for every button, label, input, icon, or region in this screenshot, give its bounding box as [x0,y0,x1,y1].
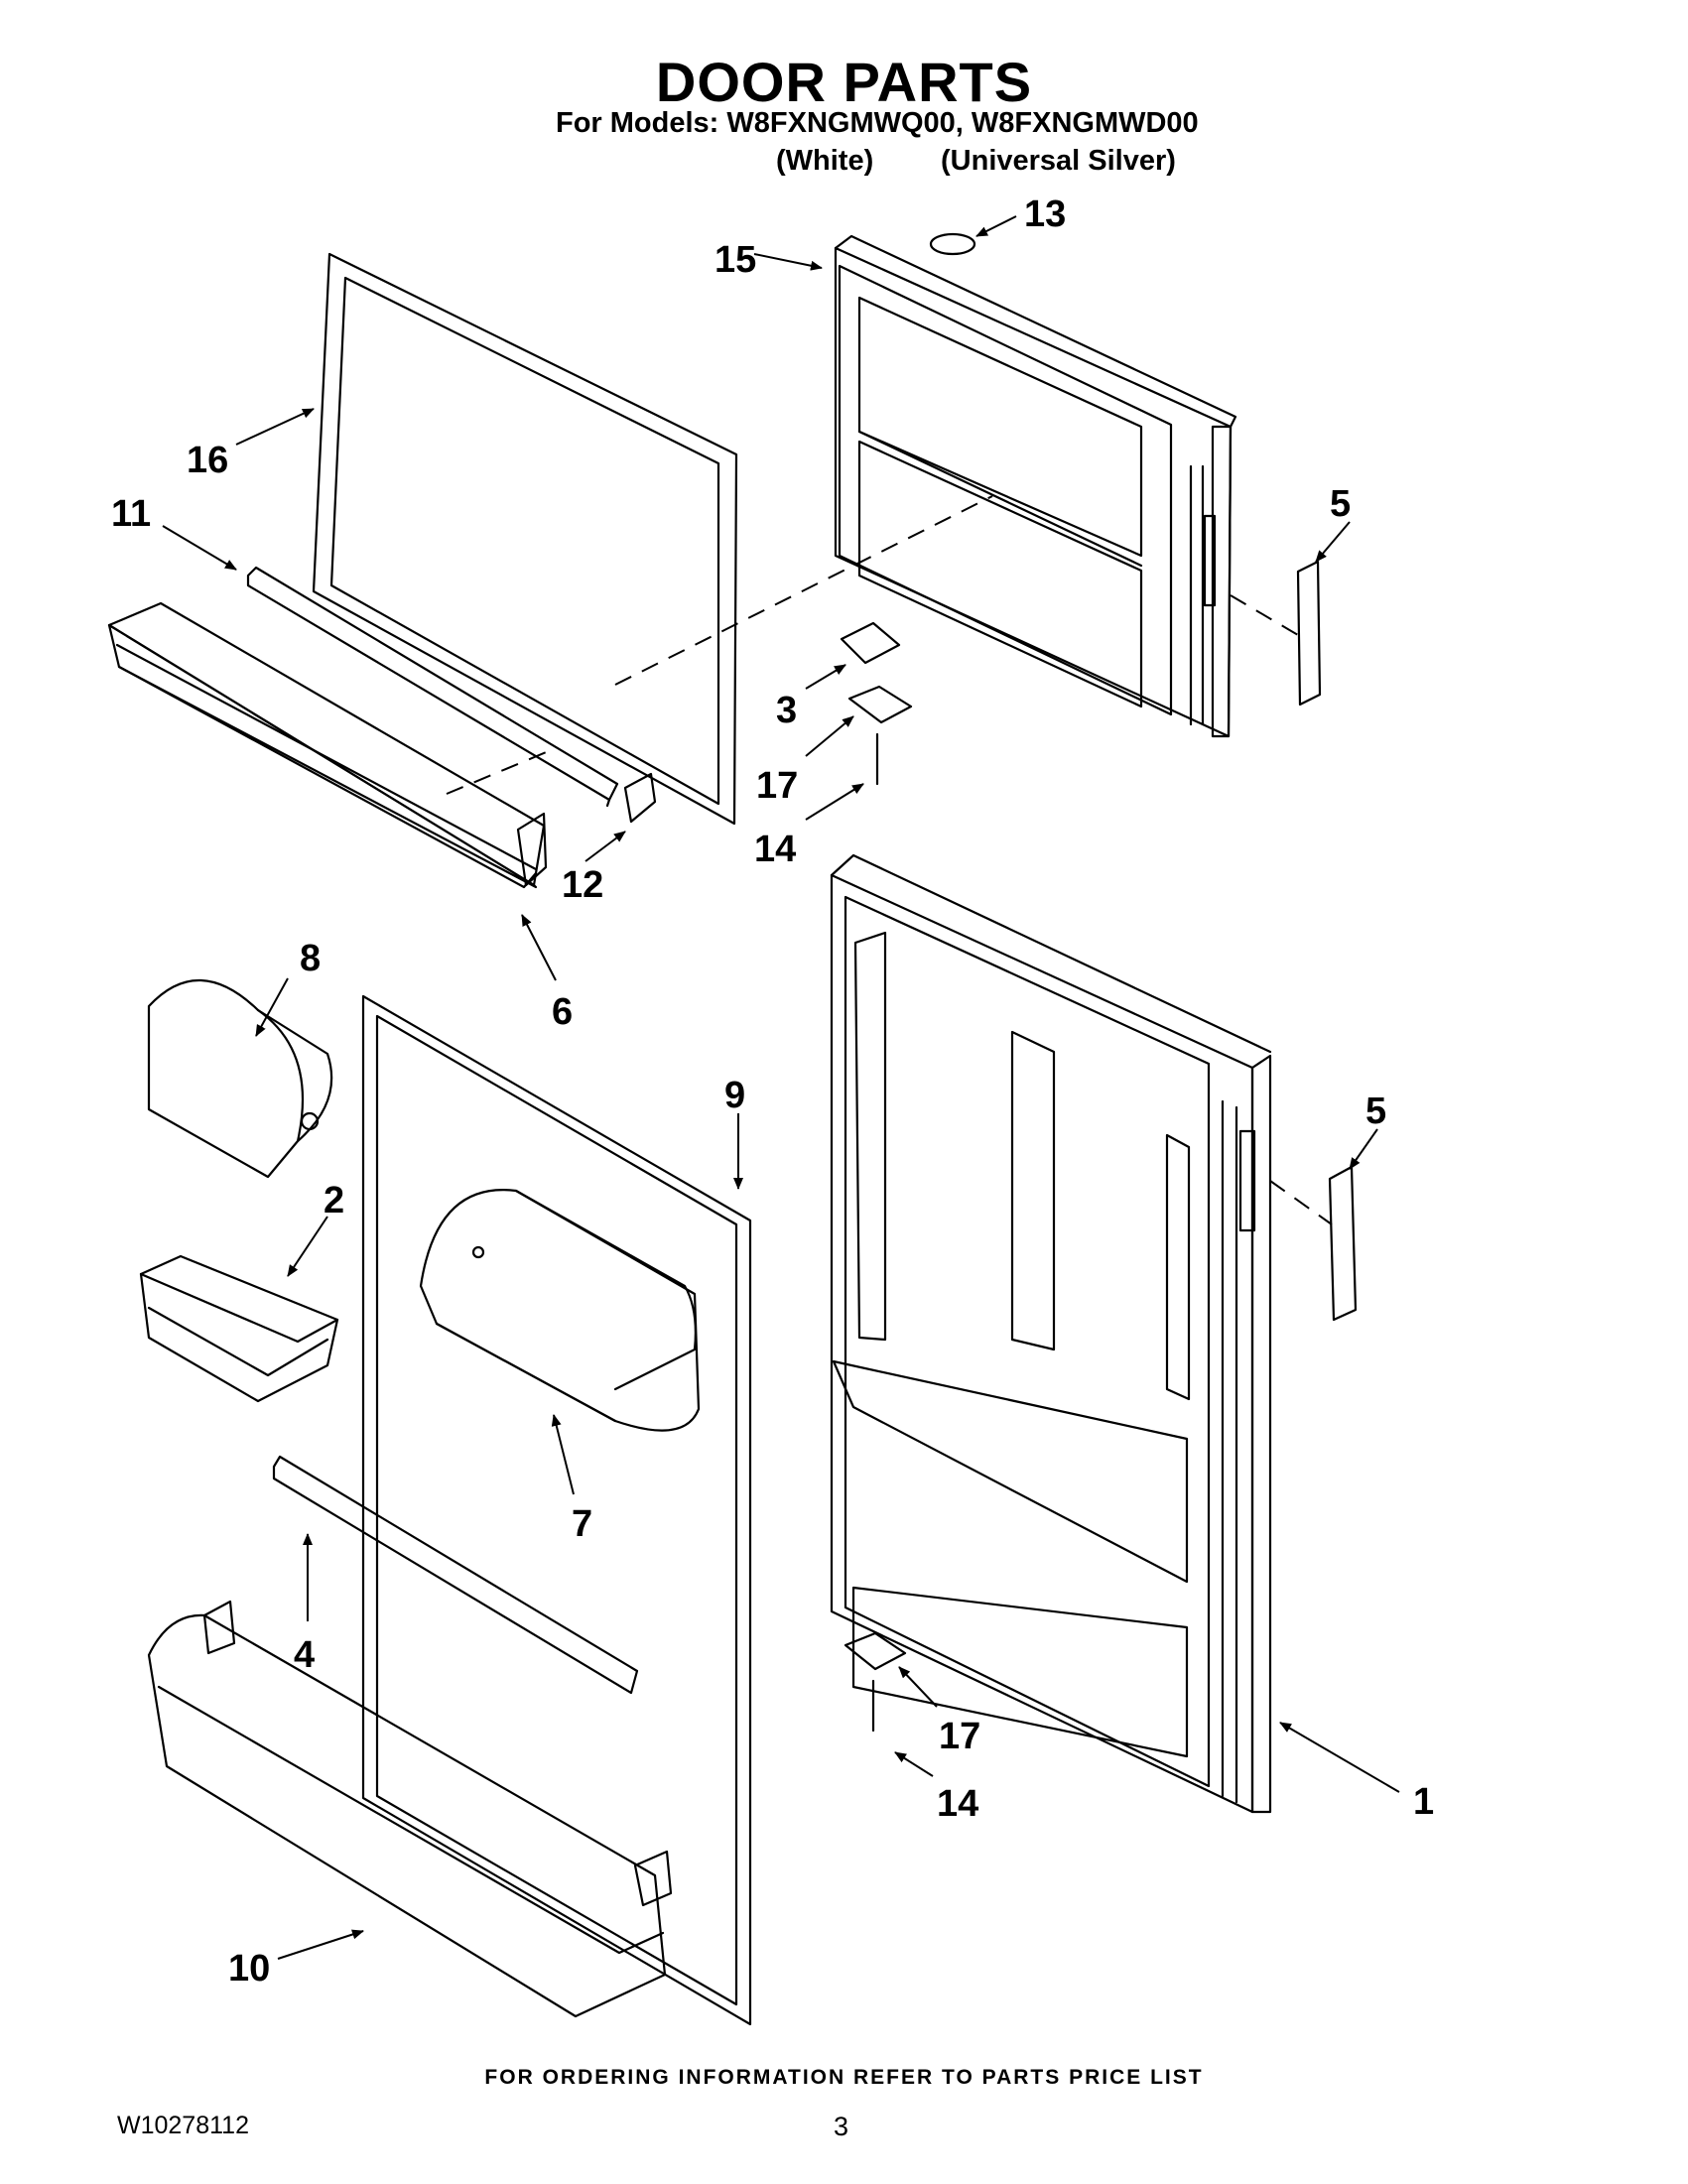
part-17-hinge-lower [844,1631,907,1671]
callout-17-lower: 17 [939,1716,980,1757]
page-number: 3 [834,2112,849,2141]
models-line: For Models: W8FXNGMWQ00, W8FXNGMWD00 [556,107,1199,139]
callout-3: 3 [776,690,797,731]
part-12-end-cap [623,772,657,824]
part-16-upper-gasket [312,252,738,826]
part-7-dairy-compartment [419,1189,701,1432]
callout-5-upper: 5 [1330,483,1351,525]
part-13-plug [929,232,976,256]
part-10-door-bin [147,1600,673,2018]
variant-white-label: (White) [776,145,874,177]
callout-9: 9 [724,1075,745,1116]
callout-5-lower: 5 [1365,1091,1386,1132]
callout-6: 6 [552,991,573,1033]
part-3-hinge-plate [840,621,901,665]
callout-2: 2 [324,1180,344,1221]
part-1-fresh-food-door [830,853,1272,1814]
callout-17-upper: 17 [756,765,798,807]
callout-7: 7 [572,1503,592,1545]
callout-14-upper: 14 [754,829,796,870]
part-17-hinge-upper [847,685,913,724]
callout-14-lower: 14 [937,1783,978,1825]
part-5-handle-lower [1328,1165,1358,1322]
callout-12: 12 [562,864,603,906]
part-9-lower-gasket [361,994,752,2026]
callout-15: 15 [714,239,756,281]
callout-11: 11 [111,493,151,535]
variant-silver-label: (Universal Silver) [941,145,1176,177]
document-number: W10278112 [117,2112,249,2139]
page-title: DOOR PARTS [655,51,1033,113]
callout-10: 10 [228,1948,270,1990]
part-5-handle-upper [1296,560,1322,707]
part-11-trim [246,566,619,802]
callout-13: 13 [1024,193,1066,235]
part-4-rail [272,1455,639,1695]
callout-16: 16 [187,440,228,481]
callout-4: 4 [294,1634,315,1676]
part-2-small-bin [139,1254,339,1403]
part-8-dairy-door [147,978,333,1179]
callout-8: 8 [300,938,321,979]
callout-1: 1 [1413,1781,1434,1823]
part-6-shelf-bin [107,601,548,889]
ordering-note: FOR ORDERING INFORMATION REFER TO PARTS … [484,2066,1204,2089]
part-15-freezer-door [834,234,1237,738]
